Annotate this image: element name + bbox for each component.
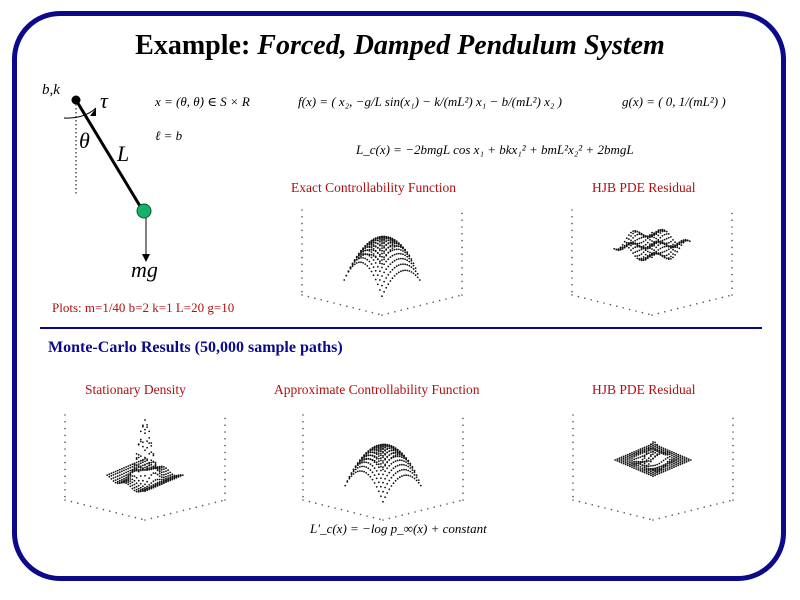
plot-parameters: Plots: m=1/40 b=2 k=1 L=20 g=10 [52, 300, 235, 315]
stationary-density-title: Stationary Density [85, 382, 186, 397]
title-italic: Forced, Damped Pendulum System [257, 30, 665, 61]
exact-controllability-plot [301, 209, 463, 316]
damping-stiffness-label: b,k [42, 82, 60, 98]
hjb-residual-bottom-plot [572, 414, 734, 521]
drift-equation: f(x) = ( x₂, −g/L sin(x₁) − k/(mL²) x₁ −… [298, 94, 562, 109]
surface-points [106, 419, 184, 493]
surface-points [343, 235, 421, 298]
weight-label: mg [131, 257, 158, 282]
approx-controllability-title: Approximate Controllability Function [274, 382, 480, 397]
ell-equation: ℓ = b [155, 128, 183, 143]
hjb-residual-top-title: HJB PDE Residual [592, 180, 696, 195]
input-equation: g(x) = ( 0, 1/(mL²) ) [622, 94, 726, 109]
state-space-equation: x = (θ, θ̇) ∈ S × R [155, 94, 250, 109]
slide-frame [12, 11, 786, 581]
plot-axes-box [572, 414, 734, 521]
plot-axes-box [302, 414, 464, 521]
approx-controllability-plot [302, 414, 464, 521]
slide-title: Example: Forced, Damped Pendulum System [0, 30, 800, 62]
plot-axes-box [64, 414, 226, 521]
section-divider [40, 327, 762, 329]
surface-points [613, 228, 691, 262]
surface-points [344, 443, 422, 503]
plot-axes-box [571, 209, 733, 316]
approx-controllability-equation: L′_c(x) = −log p_∞(x) + constant [310, 521, 487, 536]
hjb-residual-bottom-title: HJB PDE Residual [592, 382, 696, 397]
controllability-equation: L_c(x) = −2bmgL cos x₁ + bkx₁² + bmL²x₂²… [356, 142, 634, 157]
length-label: L [117, 141, 130, 166]
monte-carlo-heading: Monte-Carlo Results (50,000 sample paths… [48, 339, 343, 356]
surface-points [614, 441, 692, 478]
theta-label: θ [79, 128, 90, 153]
exact-controllability-title: Exact Controllability Function [291, 180, 456, 195]
tau-label: τ [100, 88, 108, 113]
title-roman: Example: [135, 30, 258, 61]
hjb-residual-top-plot [571, 209, 733, 316]
stationary-density-plot [64, 414, 226, 521]
plot-axes-box [301, 209, 463, 316]
